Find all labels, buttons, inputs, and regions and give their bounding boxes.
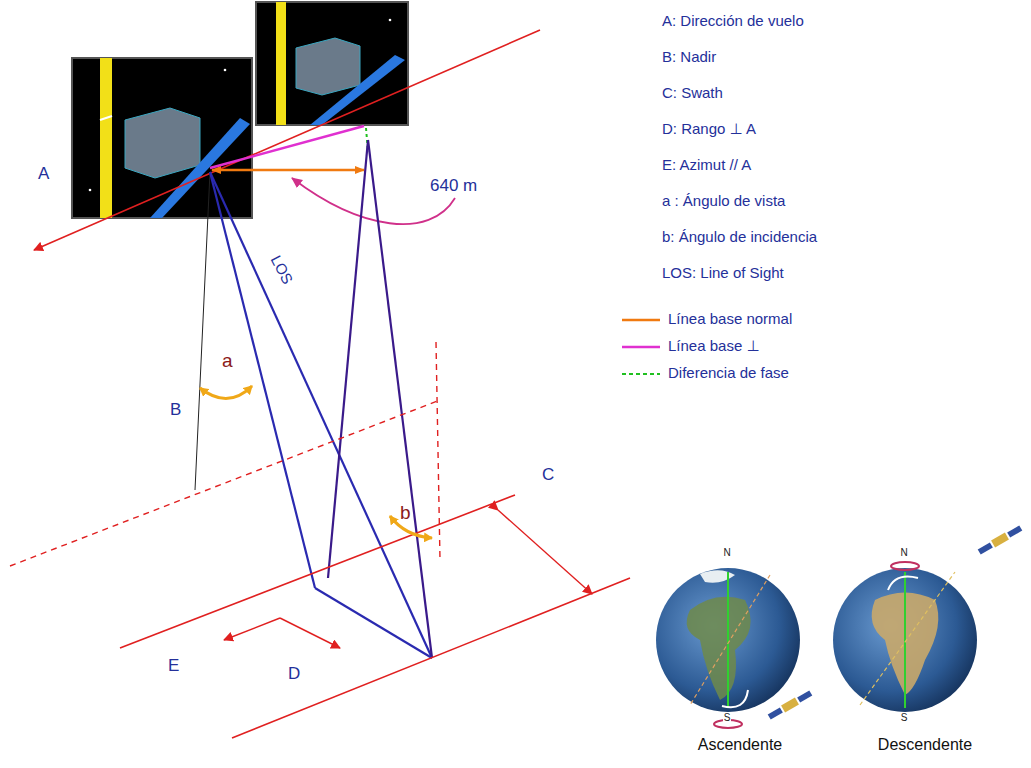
los-label: LOS <box>266 251 297 289</box>
axis-letter: B <box>168 400 183 420</box>
pole-letter: S <box>723 712 732 724</box>
key-item: LOS: Line of Sight <box>660 264 786 281</box>
pole-letter: S <box>900 712 909 724</box>
legend-text: Línea base ⊥ <box>666 337 761 354</box>
key-item: E: Azimut // A <box>660 156 753 173</box>
key-item: a : Ángulo de vista <box>660 192 787 209</box>
axis-letter: A <box>36 164 51 184</box>
angle-letter: b <box>398 502 413 524</box>
satellite-2 <box>256 2 408 125</box>
axis-letter: D <box>286 664 302 684</box>
key-item: D: Rango ⊥ A <box>660 120 758 137</box>
angle-letter: a <box>220 350 235 372</box>
axis-letter: C <box>540 465 556 485</box>
axis-letter: E <box>166 656 181 676</box>
globe-descending <box>833 525 1023 712</box>
legend-text: Línea base normal <box>666 310 794 327</box>
globe-ascending <box>656 568 813 728</box>
key-item: C: Swath <box>660 84 725 101</box>
orbit-caption: Ascendente <box>696 736 785 754</box>
key-item: A: Dirección de vuelo <box>660 12 806 29</box>
key-item: B: Nadir <box>660 48 718 65</box>
pole-letter: N <box>899 547 908 559</box>
pole-letter: N <box>722 547 731 559</box>
baseline-dimension: 640 m <box>428 176 479 196</box>
orbit-caption: Descendente <box>876 736 974 754</box>
key-item: b: Ángulo de incidencia <box>660 228 819 245</box>
legend-text: Diferencia de fase <box>666 364 791 381</box>
